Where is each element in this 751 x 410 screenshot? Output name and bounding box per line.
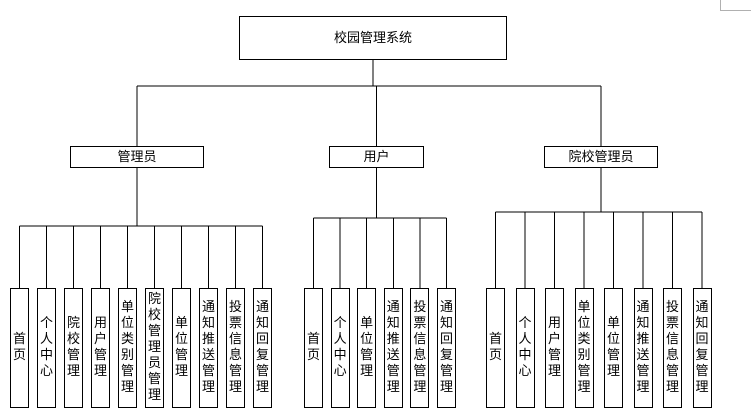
role-node-label: 院校管理员 (568, 149, 634, 165)
leaf-node-2-4: 单位管理 (604, 288, 623, 408)
leaf-node-0-5: 院校管理员管理 (145, 288, 164, 408)
role-node-0: 管理员 (70, 146, 204, 168)
leaf-node-0-9: 通知回复管理 (253, 288, 272, 408)
root-node-label: 校园管理系统 (333, 30, 412, 46)
leaf-node-2-7: 通知回复管理 (692, 288, 712, 408)
leaf-node-2-1: 个人中心 (515, 288, 535, 408)
leaf-node-2-3: 单位类别管理 (574, 288, 594, 408)
leaf-node-1-4: 投票信息管理 (410, 288, 430, 408)
leaf-node-0-7: 通知推送管理 (199, 288, 218, 408)
role-node-2: 院校管理员 (544, 146, 658, 168)
leaf-node-2-0: 首页 (486, 288, 505, 408)
role-node-1: 用户 (329, 146, 424, 168)
leaf-node-0-8: 投票信息管理 (226, 288, 245, 408)
role-node-label: 用户 (363, 149, 390, 165)
leaf-node-0-6: 单位管理 (172, 288, 191, 408)
leaf-node-0-4: 单位类别管理 (118, 288, 137, 408)
leaf-node-0-1: 个人中心 (37, 288, 56, 408)
role-node-label: 管理员 (117, 149, 157, 165)
canvas-corner-mark (720, 0, 751, 11)
leaf-node-2-6: 投票信息管理 (663, 288, 682, 408)
leaf-node-1-5: 通知回复管理 (437, 288, 456, 408)
leaf-node-2-2: 用户管理 (545, 288, 564, 408)
root-node: 校园管理系统 (239, 16, 507, 60)
leaf-node-1-0: 首页 (304, 288, 323, 408)
leaf-node-0-2: 院校管理 (64, 288, 83, 408)
leaf-node-1-2: 单位管理 (357, 288, 377, 408)
leaf-node-0-0: 首页 (10, 288, 29, 408)
leaf-node-1-3: 通知推送管理 (383, 288, 403, 408)
leaf-node-1-1: 个人中心 (330, 288, 350, 408)
leaf-node-2-5: 通知推送管理 (633, 288, 653, 408)
leaf-node-0-3: 用户管理 (91, 288, 110, 408)
